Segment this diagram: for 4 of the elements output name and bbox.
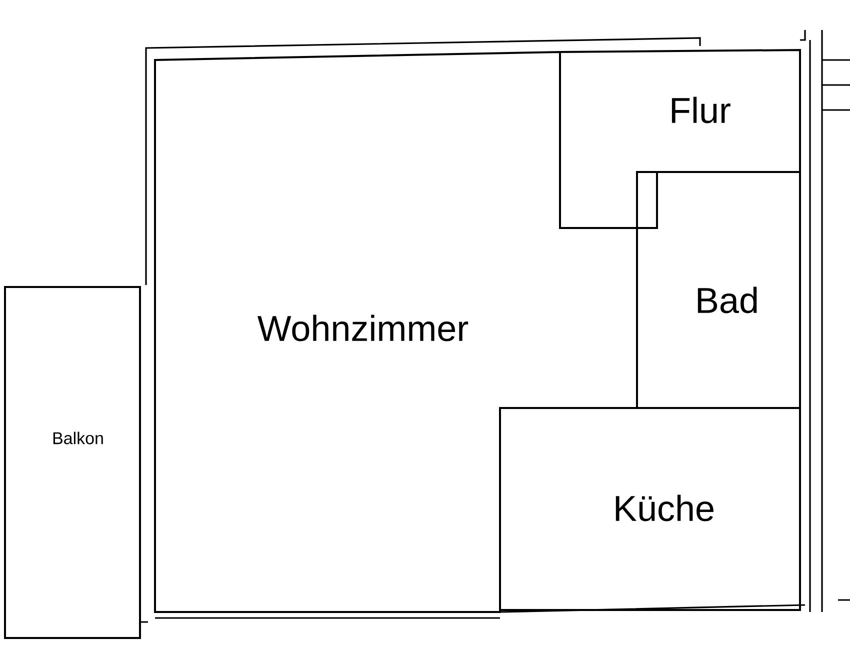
- room: Flur: [559, 49, 801, 229]
- room: Bad: [636, 171, 801, 409]
- room: Balkon: [4, 286, 141, 639]
- room: Küche: [499, 407, 801, 611]
